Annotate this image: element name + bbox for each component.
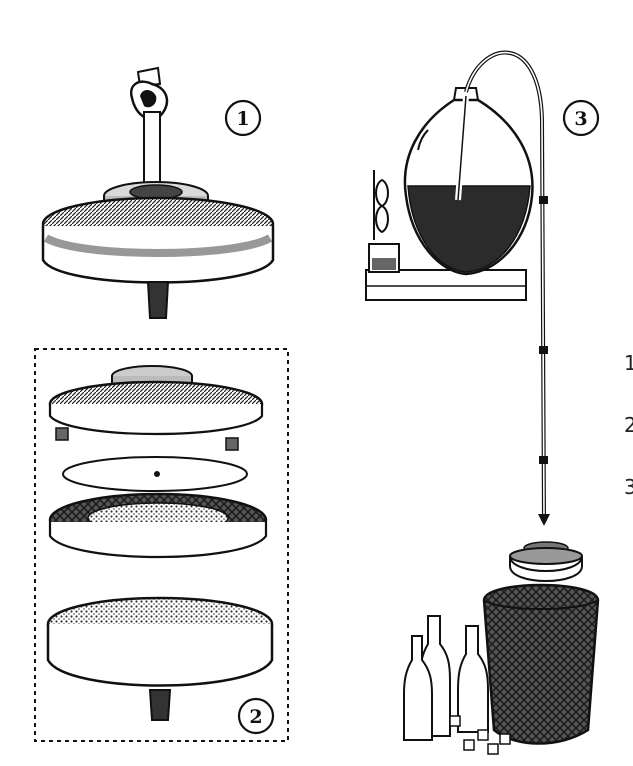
demijohn-bottle <box>403 87 534 276</box>
wicker-demijohn <box>482 583 600 745</box>
badge-2-label: 2 <box>249 706 262 728</box>
bottom-funnel-part <box>46 596 274 721</box>
wine-bottles <box>403 615 489 741</box>
badge-1: 1 <box>224 99 262 137</box>
edge-number-1: 1 <box>624 351 633 375</box>
exploded-filter-view <box>34 348 289 742</box>
shelf <box>365 269 527 301</box>
exploded-view-frame <box>34 348 289 742</box>
edge-number-2: 2 <box>624 413 633 437</box>
top-cover-part <box>48 365 264 451</box>
filter-unit-on-bucket <box>509 541 583 582</box>
badge-3-label: 3 <box>574 108 587 130</box>
grid-plate-part <box>48 492 268 559</box>
badge-2: 2 <box>237 697 275 735</box>
edge-number-3: 3 <box>624 475 633 499</box>
filter-sheet-part <box>62 456 248 492</box>
corks <box>449 715 511 755</box>
edge-numbered-list: 1 2 3 <box>624 351 633 499</box>
airlock <box>368 170 400 273</box>
badge-1-label: 1 <box>236 108 249 130</box>
siphon-setup-illustration <box>365 50 600 755</box>
badge-3: 3 <box>562 99 600 137</box>
assembled-filter-illustration <box>41 66 275 319</box>
